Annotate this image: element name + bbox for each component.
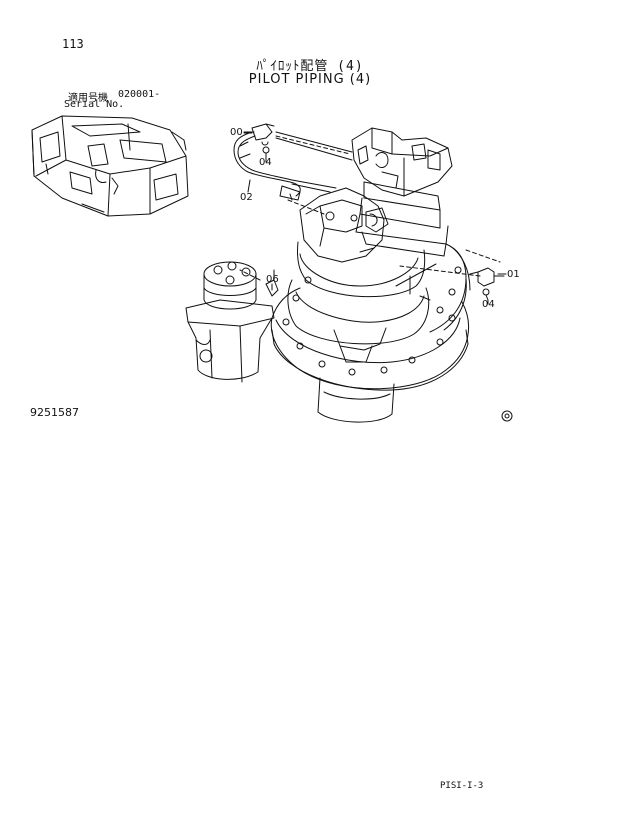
drawing-number: 9251587 bbox=[30, 406, 79, 419]
center-joint-illustration bbox=[185, 261, 279, 383]
elbow-fitting-illustration bbox=[469, 267, 505, 301]
swing-device-illustration bbox=[270, 187, 469, 423]
revision-mark bbox=[501, 410, 513, 422]
machine-overview-illustration bbox=[31, 115, 189, 217]
page-number: 113 bbox=[62, 37, 84, 51]
page-title-japanese: ﾊﾟｲﾛｯﾄ配管 (4) bbox=[256, 59, 364, 74]
applicable-model-label: 適用号機 bbox=[68, 93, 108, 104]
serial-label: Serial No. bbox=[64, 99, 125, 110]
pilot-pipe-assembly bbox=[233, 123, 353, 201]
callout-02: 02 bbox=[240, 192, 253, 203]
callout-04: 04 bbox=[259, 157, 272, 168]
callout-06: 06 bbox=[266, 274, 279, 285]
callout-04-right: 04 bbox=[482, 299, 495, 310]
callout-01: 01 bbox=[507, 269, 520, 280]
callout-00: 00 bbox=[230, 127, 243, 138]
page-title: PILOT PIPING (4) bbox=[248, 72, 372, 87]
serial-range: 020001- bbox=[118, 89, 161, 100]
footer-code: PISI-I-3 bbox=[440, 781, 484, 791]
swing-motor-illustration bbox=[351, 127, 471, 333]
